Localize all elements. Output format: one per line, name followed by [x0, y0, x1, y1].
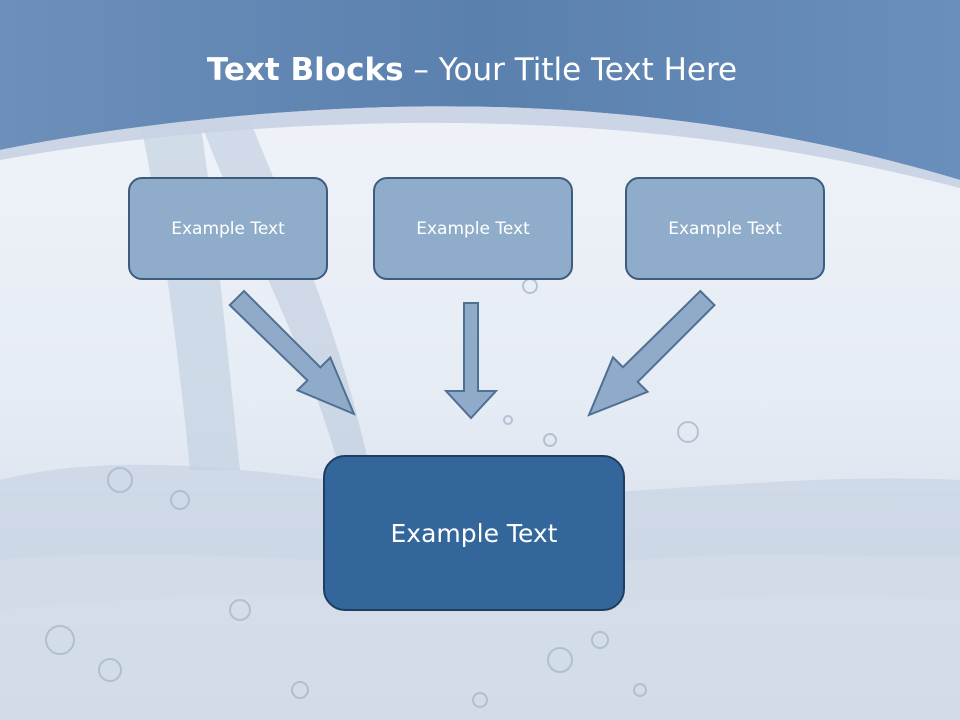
target-text-block: Example Text — [323, 455, 625, 611]
slide-title-rest: Your Title Text Here — [438, 52, 738, 88]
arrow-left-down-right — [228, 289, 356, 416]
text-block-3: Example Text — [625, 177, 825, 280]
text-block-2: Example Text — [373, 177, 573, 280]
text-block-2-label: Example Text — [416, 218, 530, 239]
arrow-right-down-left — [587, 289, 716, 417]
text-block-1-label: Example Text — [171, 218, 285, 239]
text-block-1: Example Text — [128, 177, 328, 280]
slide-title-bold: Text Blocks — [206, 52, 404, 88]
arrow-center-down — [443, 302, 499, 420]
text-block-3-label: Example Text — [668, 218, 782, 239]
target-text-block-label: Example Text — [390, 518, 558, 548]
slide-title-dash: – — [403, 52, 439, 88]
slide-title: Text Blocks – Your Title Text Here — [0, 52, 944, 88]
